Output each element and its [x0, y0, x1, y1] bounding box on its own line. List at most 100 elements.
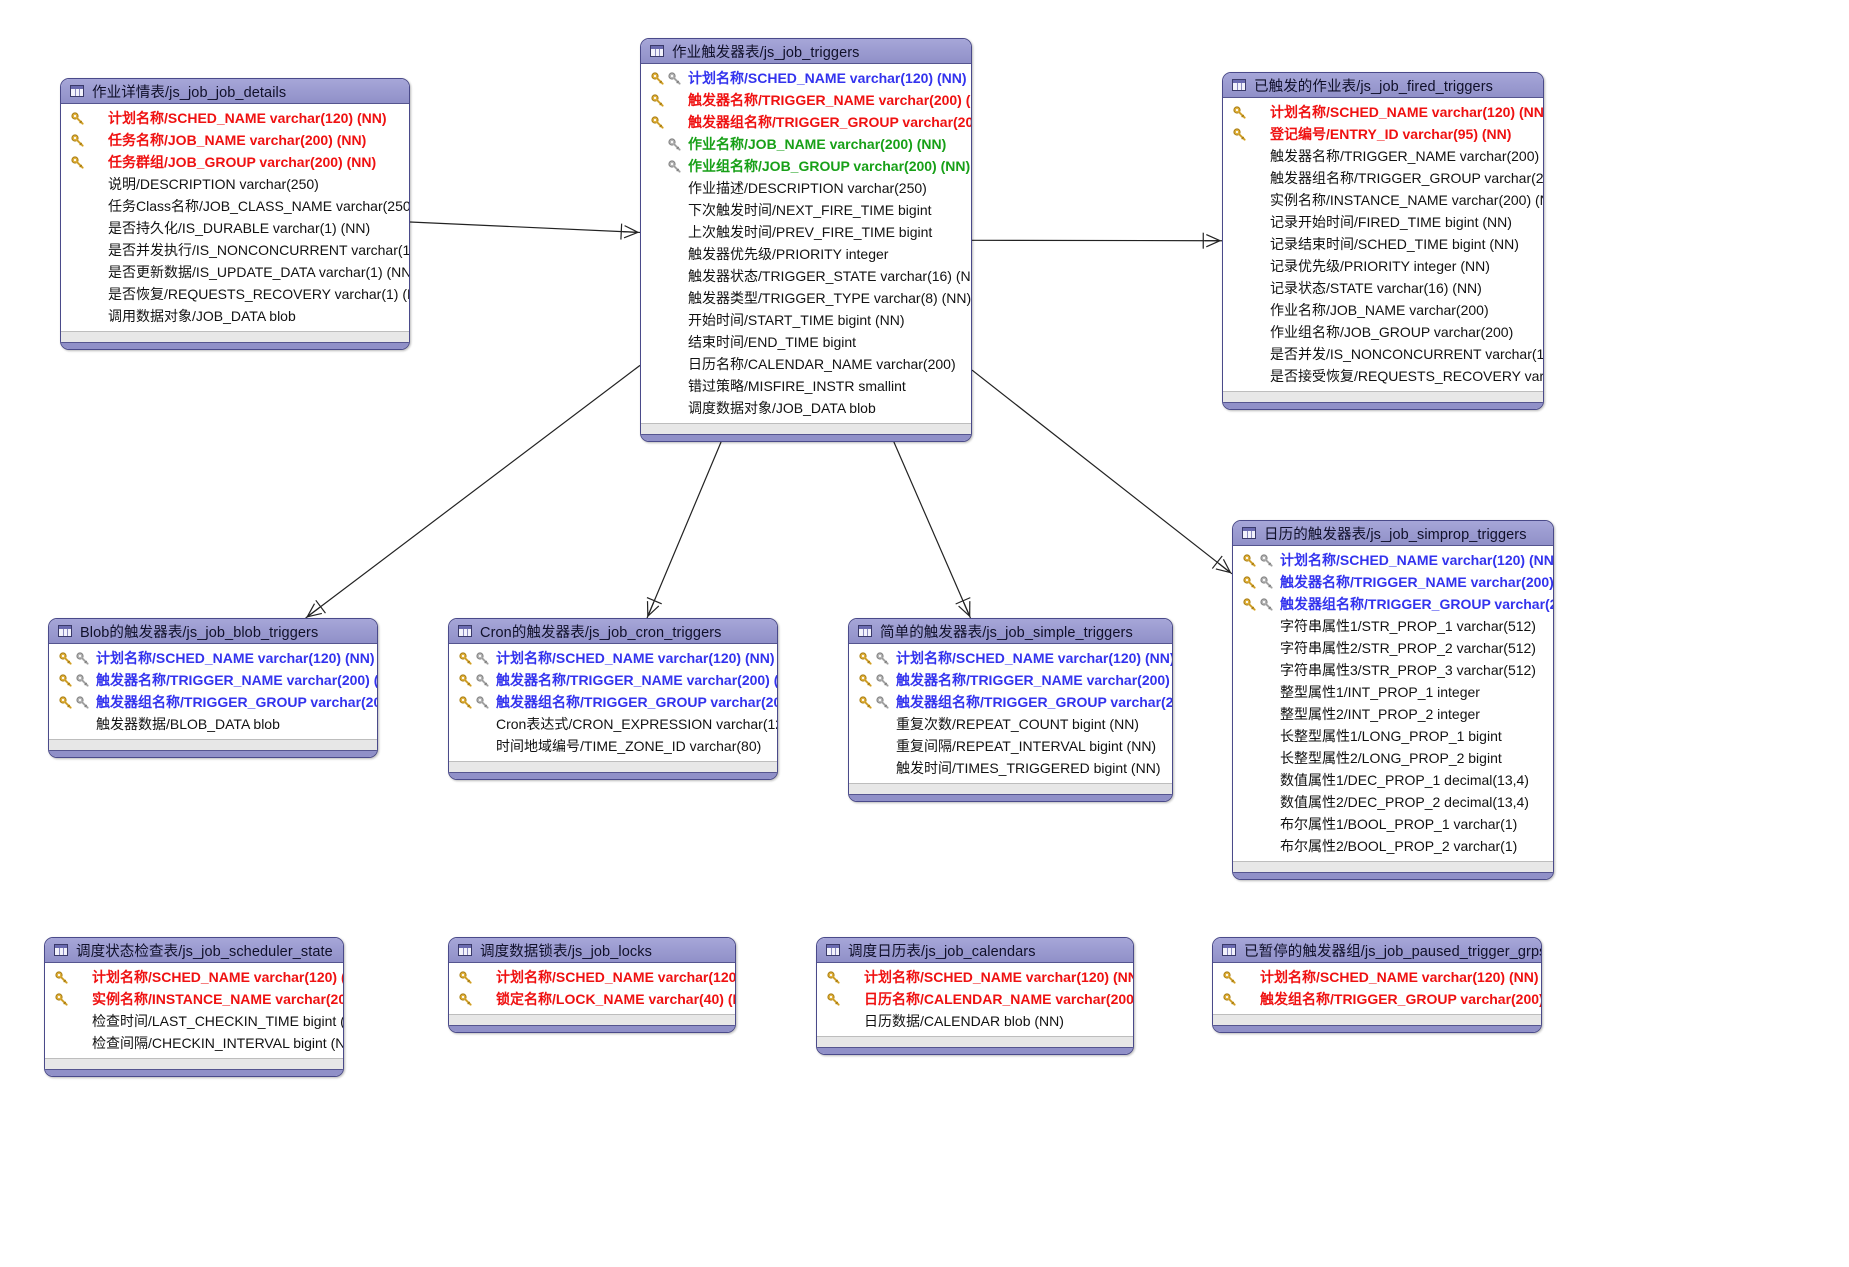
attribute-row[interactable]: 时间地域编号/TIME_ZONE_ID varchar(80)	[449, 735, 777, 757]
attribute-row[interactable]: 日历数据/CALENDAR blob (NN)	[817, 1010, 1133, 1032]
attribute-row[interactable]: 字符串属性3/STR_PROP_3 varchar(512)	[1233, 659, 1553, 681]
attribute-row[interactable]: 计划名称/SCHED_NAME varchar(120) (NN)	[1223, 101, 1543, 123]
attribute-row[interactable]: 计划名称/SCHED_NAME varchar(120) (NN)	[849, 647, 1172, 669]
attribute-row[interactable]: 记录优先级/PRIORITY integer (NN)	[1223, 255, 1543, 277]
entity-header-job_triggers[interactable]: 作业触发器表/js_job_triggers	[641, 39, 971, 64]
attribute-row[interactable]: 计划名称/SCHED_NAME varchar(120) (NN)	[61, 107, 409, 129]
entity-header-calendars[interactable]: 调度日历表/js_job_calendars	[817, 938, 1133, 963]
entity-scheduler_state[interactable]: 调度状态检查表/js_job_scheduler_state 计划名称/SCHED…	[44, 937, 344, 1077]
entity-cron_triggers[interactable]: Cron的触发器表/js_job_cron_triggers 计划名称/SCHED…	[448, 618, 778, 780]
entity-job_triggers[interactable]: 作业触发器表/js_job_triggers 计划名称/SCHED_NAME va…	[640, 38, 972, 442]
attribute-row[interactable]: 检查间隔/CHECKIN_INTERVAL bigint (NN)	[45, 1032, 343, 1054]
entity-simprop_triggers[interactable]: 日历的触发器表/js_job_simprop_triggers 计划名称/SCHE…	[1232, 520, 1554, 880]
attribute-row[interactable]: 计划名称/SCHED_NAME varchar(120) (NN)	[45, 966, 343, 988]
attribute-row[interactable]: 上次触发时间/PREV_FIRE_TIME bigint	[641, 221, 971, 243]
attribute-row[interactable]: 调度数据对象/JOB_DATA blob	[641, 397, 971, 419]
entity-header-scheduler_state[interactable]: 调度状态检查表/js_job_scheduler_state	[45, 938, 343, 963]
attribute-row[interactable]: 触发组名称/TRIGGER_GROUP varchar(200) (NN)	[1213, 988, 1541, 1010]
entity-calendars[interactable]: 调度日历表/js_job_calendars 计划名称/SCHED_NAME va…	[816, 937, 1134, 1055]
attribute-row[interactable]: 锁定名称/LOCK_NAME varchar(40) (NN)	[449, 988, 735, 1010]
attribute-row[interactable]: 长整型属性1/LONG_PROP_1 bigint	[1233, 725, 1553, 747]
attribute-row[interactable]: 计划名称/SCHED_NAME varchar(120) (NN)	[641, 67, 971, 89]
attribute-row[interactable]: 触发器组名称/TRIGGER_GROUP varchar(200) (NN)	[641, 111, 971, 133]
attribute-row[interactable]: 计划名称/SCHED_NAME varchar(120) (NN)	[1233, 549, 1553, 571]
attribute-row[interactable]: 触发器组名称/TRIGGER_GROUP varchar(200) (NN)	[49, 691, 377, 713]
entity-header-job_details[interactable]: 作业详情表/js_job_job_details	[61, 79, 409, 104]
attribute-row[interactable]: 是否持久化/IS_DURABLE varchar(1) (NN)	[61, 217, 409, 239]
entity-job_details[interactable]: 作业详情表/js_job_job_details 计划名称/SCHED_NAME …	[60, 78, 410, 350]
entity-header-paused_trigger_grps[interactable]: 已暂停的触发器组/js_job_paused_trigger_grps	[1213, 938, 1541, 963]
attribute-row[interactable]: 触发器名称/TRIGGER_NAME varchar(200) (NN)	[49, 669, 377, 691]
attribute-row[interactable]: Cron表达式/CRON_EXPRESSION varchar(120) (NN…	[449, 713, 777, 735]
entity-header-fired_triggers[interactable]: 已触发的作业表/js_job_fired_triggers	[1223, 73, 1543, 98]
attribute-row[interactable]: 记录结束时间/SCHED_TIME bigint (NN)	[1223, 233, 1543, 255]
attribute-row[interactable]: 登记编号/ENTRY_ID varchar(95) (NN)	[1223, 123, 1543, 145]
attribute-row[interactable]: 作业组名称/JOB_GROUP varchar(200) (NN)	[641, 155, 971, 177]
attribute-row[interactable]: 结束时间/END_TIME bigint	[641, 331, 971, 353]
attribute-row[interactable]: 字符串属性2/STR_PROP_2 varchar(512)	[1233, 637, 1553, 659]
attribute-row[interactable]: 触发器名称/TRIGGER_NAME varchar(200) (NN)	[641, 89, 971, 111]
attribute-row[interactable]: 实例名称/INSTANCE_NAME varchar(200) (NN)	[1223, 189, 1543, 211]
attribute-row[interactable]: 计划名称/SCHED_NAME varchar(120) (NN)	[449, 647, 777, 669]
attribute-row[interactable]: 日历名称/CALENDAR_NAME varchar(200) (NN)	[817, 988, 1133, 1010]
attribute-row[interactable]: 是否并发/IS_NONCONCURRENT varchar(1)	[1223, 343, 1543, 365]
attribute-row[interactable]: 说明/DESCRIPTION varchar(250)	[61, 173, 409, 195]
attribute-row[interactable]: 布尔属性1/BOOL_PROP_1 varchar(1)	[1233, 813, 1553, 835]
attribute-row[interactable]: 计划名称/SCHED_NAME varchar(120) (NN)	[449, 966, 735, 988]
attribute-row[interactable]: 作业名称/JOB_NAME varchar(200)	[1223, 299, 1543, 321]
attribute-row[interactable]: 任务Class名称/JOB_CLASS_NAME varchar(250) (N…	[61, 195, 409, 217]
attribute-row[interactable]: 布尔属性2/BOOL_PROP_2 varchar(1)	[1233, 835, 1553, 857]
attribute-row[interactable]: 触发器名称/TRIGGER_NAME varchar(200) (NN)	[849, 669, 1172, 691]
attribute-row[interactable]: 日历名称/CALENDAR_NAME varchar(200)	[641, 353, 971, 375]
attribute-row[interactable]: 重复间隔/REPEAT_INTERVAL bigint (NN)	[849, 735, 1172, 757]
attribute-row[interactable]: 调用数据对象/JOB_DATA blob	[61, 305, 409, 327]
entity-fired_triggers[interactable]: 已触发的作业表/js_job_fired_triggers 计划名称/SCHED_…	[1222, 72, 1544, 410]
entity-simple_triggers[interactable]: 简单的触发器表/js_job_simple_triggers 计划名称/SCHED…	[848, 618, 1173, 802]
attribute-row[interactable]: 记录状态/STATE varchar(16) (NN)	[1223, 277, 1543, 299]
attribute-row[interactable]: 触发器优先级/PRIORITY integer	[641, 243, 971, 265]
entity-header-simple_triggers[interactable]: 简单的触发器表/js_job_simple_triggers	[849, 619, 1172, 644]
attribute-row[interactable]: 触发器组名称/TRIGGER_GROUP varchar(200) (NN)	[1233, 593, 1553, 615]
attribute-row[interactable]: 触发器名称/TRIGGER_NAME varchar(200) (NN)	[1233, 571, 1553, 593]
attribute-row[interactable]: 数值属性2/DEC_PROP_2 decimal(13,4)	[1233, 791, 1553, 813]
attribute-row[interactable]: 数值属性1/DEC_PROP_1 decimal(13,4)	[1233, 769, 1553, 791]
attribute-row[interactable]: 错过策略/MISFIRE_INSTR smallint	[641, 375, 971, 397]
attribute-row[interactable]: 触发器组名称/TRIGGER_GROUP varchar(200) (NN)	[449, 691, 777, 713]
attribute-row[interactable]: 长整型属性2/LONG_PROP_2 bigint	[1233, 747, 1553, 769]
entity-header-blob_triggers[interactable]: Blob的触发器表/js_job_blob_triggers	[49, 619, 377, 644]
attribute-row[interactable]: 触发器组名称/TRIGGER_GROUP varchar(200) (NN)	[1223, 167, 1543, 189]
entity-header-cron_triggers[interactable]: Cron的触发器表/js_job_cron_triggers	[449, 619, 777, 644]
attribute-row[interactable]: 实例名称/INSTANCE_NAME varchar(200) (NN)	[45, 988, 343, 1010]
attribute-row[interactable]: 是否并发执行/IS_NONCONCURRENT varchar(1) (NN)	[61, 239, 409, 261]
attribute-row[interactable]: 触发器状态/TRIGGER_STATE varchar(16) (NN)	[641, 265, 971, 287]
attribute-row[interactable]: 作业名称/JOB_NAME varchar(200) (NN)	[641, 133, 971, 155]
attribute-row[interactable]: 计划名称/SCHED_NAME varchar(120) (NN)	[817, 966, 1133, 988]
attribute-row[interactable]: 字符串属性1/STR_PROP_1 varchar(512)	[1233, 615, 1553, 637]
attribute-row[interactable]: 记录开始时间/FIRED_TIME bigint (NN)	[1223, 211, 1543, 233]
attribute-row[interactable]: 任务群组/JOB_GROUP varchar(200) (NN)	[61, 151, 409, 173]
attribute-row[interactable]: 下次触发时间/NEXT_FIRE_TIME bigint	[641, 199, 971, 221]
entity-blob_triggers[interactable]: Blob的触发器表/js_job_blob_triggers 计划名称/SCHED…	[48, 618, 378, 758]
entity-header-locks[interactable]: 调度数据锁表/js_job_locks	[449, 938, 735, 963]
attribute-row[interactable]: 整型属性2/INT_PROP_2 integer	[1233, 703, 1553, 725]
attribute-row[interactable]: 触发时间/TIMES_TRIGGERED bigint (NN)	[849, 757, 1172, 779]
attribute-row[interactable]: 触发器数据/BLOB_DATA blob	[49, 713, 377, 735]
entity-locks[interactable]: 调度数据锁表/js_job_locks 计划名称/SCHED_NAME varch…	[448, 937, 736, 1033]
attribute-row[interactable]: 任务名称/JOB_NAME varchar(200) (NN)	[61, 129, 409, 151]
attribute-row[interactable]: 是否恢复/REQUESTS_RECOVERY varchar(1) (NN)	[61, 283, 409, 305]
attribute-row[interactable]: 触发器组名称/TRIGGER_GROUP varchar(200) (NN)	[849, 691, 1172, 713]
entity-header-simprop_triggers[interactable]: 日历的触发器表/js_job_simprop_triggers	[1233, 521, 1553, 546]
attribute-row[interactable]: 是否更新数据/IS_UPDATE_DATA varchar(1) (NN)	[61, 261, 409, 283]
entity-paused_trigger_grps[interactable]: 已暂停的触发器组/js_job_paused_trigger_grps 计划名称/…	[1212, 937, 1542, 1033]
attribute-row[interactable]: 计划名称/SCHED_NAME varchar(120) (NN)	[1213, 966, 1541, 988]
attribute-row[interactable]: 检查时间/LAST_CHECKIN_TIME bigint (NN)	[45, 1010, 343, 1032]
attribute-row[interactable]: 是否接受恢复/REQUESTS_RECOVERY varchar(1)	[1223, 365, 1543, 387]
attribute-row[interactable]: 作业组名称/JOB_GROUP varchar(200)	[1223, 321, 1543, 343]
attribute-row[interactable]: 触发器名称/TRIGGER_NAME varchar(200) (NN)	[1223, 145, 1543, 167]
attribute-row[interactable]: 作业描述/DESCRIPTION varchar(250)	[641, 177, 971, 199]
attribute-row[interactable]: 计划名称/SCHED_NAME varchar(120) (NN)	[49, 647, 377, 669]
attribute-row[interactable]: 触发器类型/TRIGGER_TYPE varchar(8) (NN)	[641, 287, 971, 309]
attribute-row[interactable]: 触发器名称/TRIGGER_NAME varchar(200) (NN)	[449, 669, 777, 691]
attribute-row[interactable]: 开始时间/START_TIME bigint (NN)	[641, 309, 971, 331]
attribute-row[interactable]: 整型属性1/INT_PROP_1 integer	[1233, 681, 1553, 703]
